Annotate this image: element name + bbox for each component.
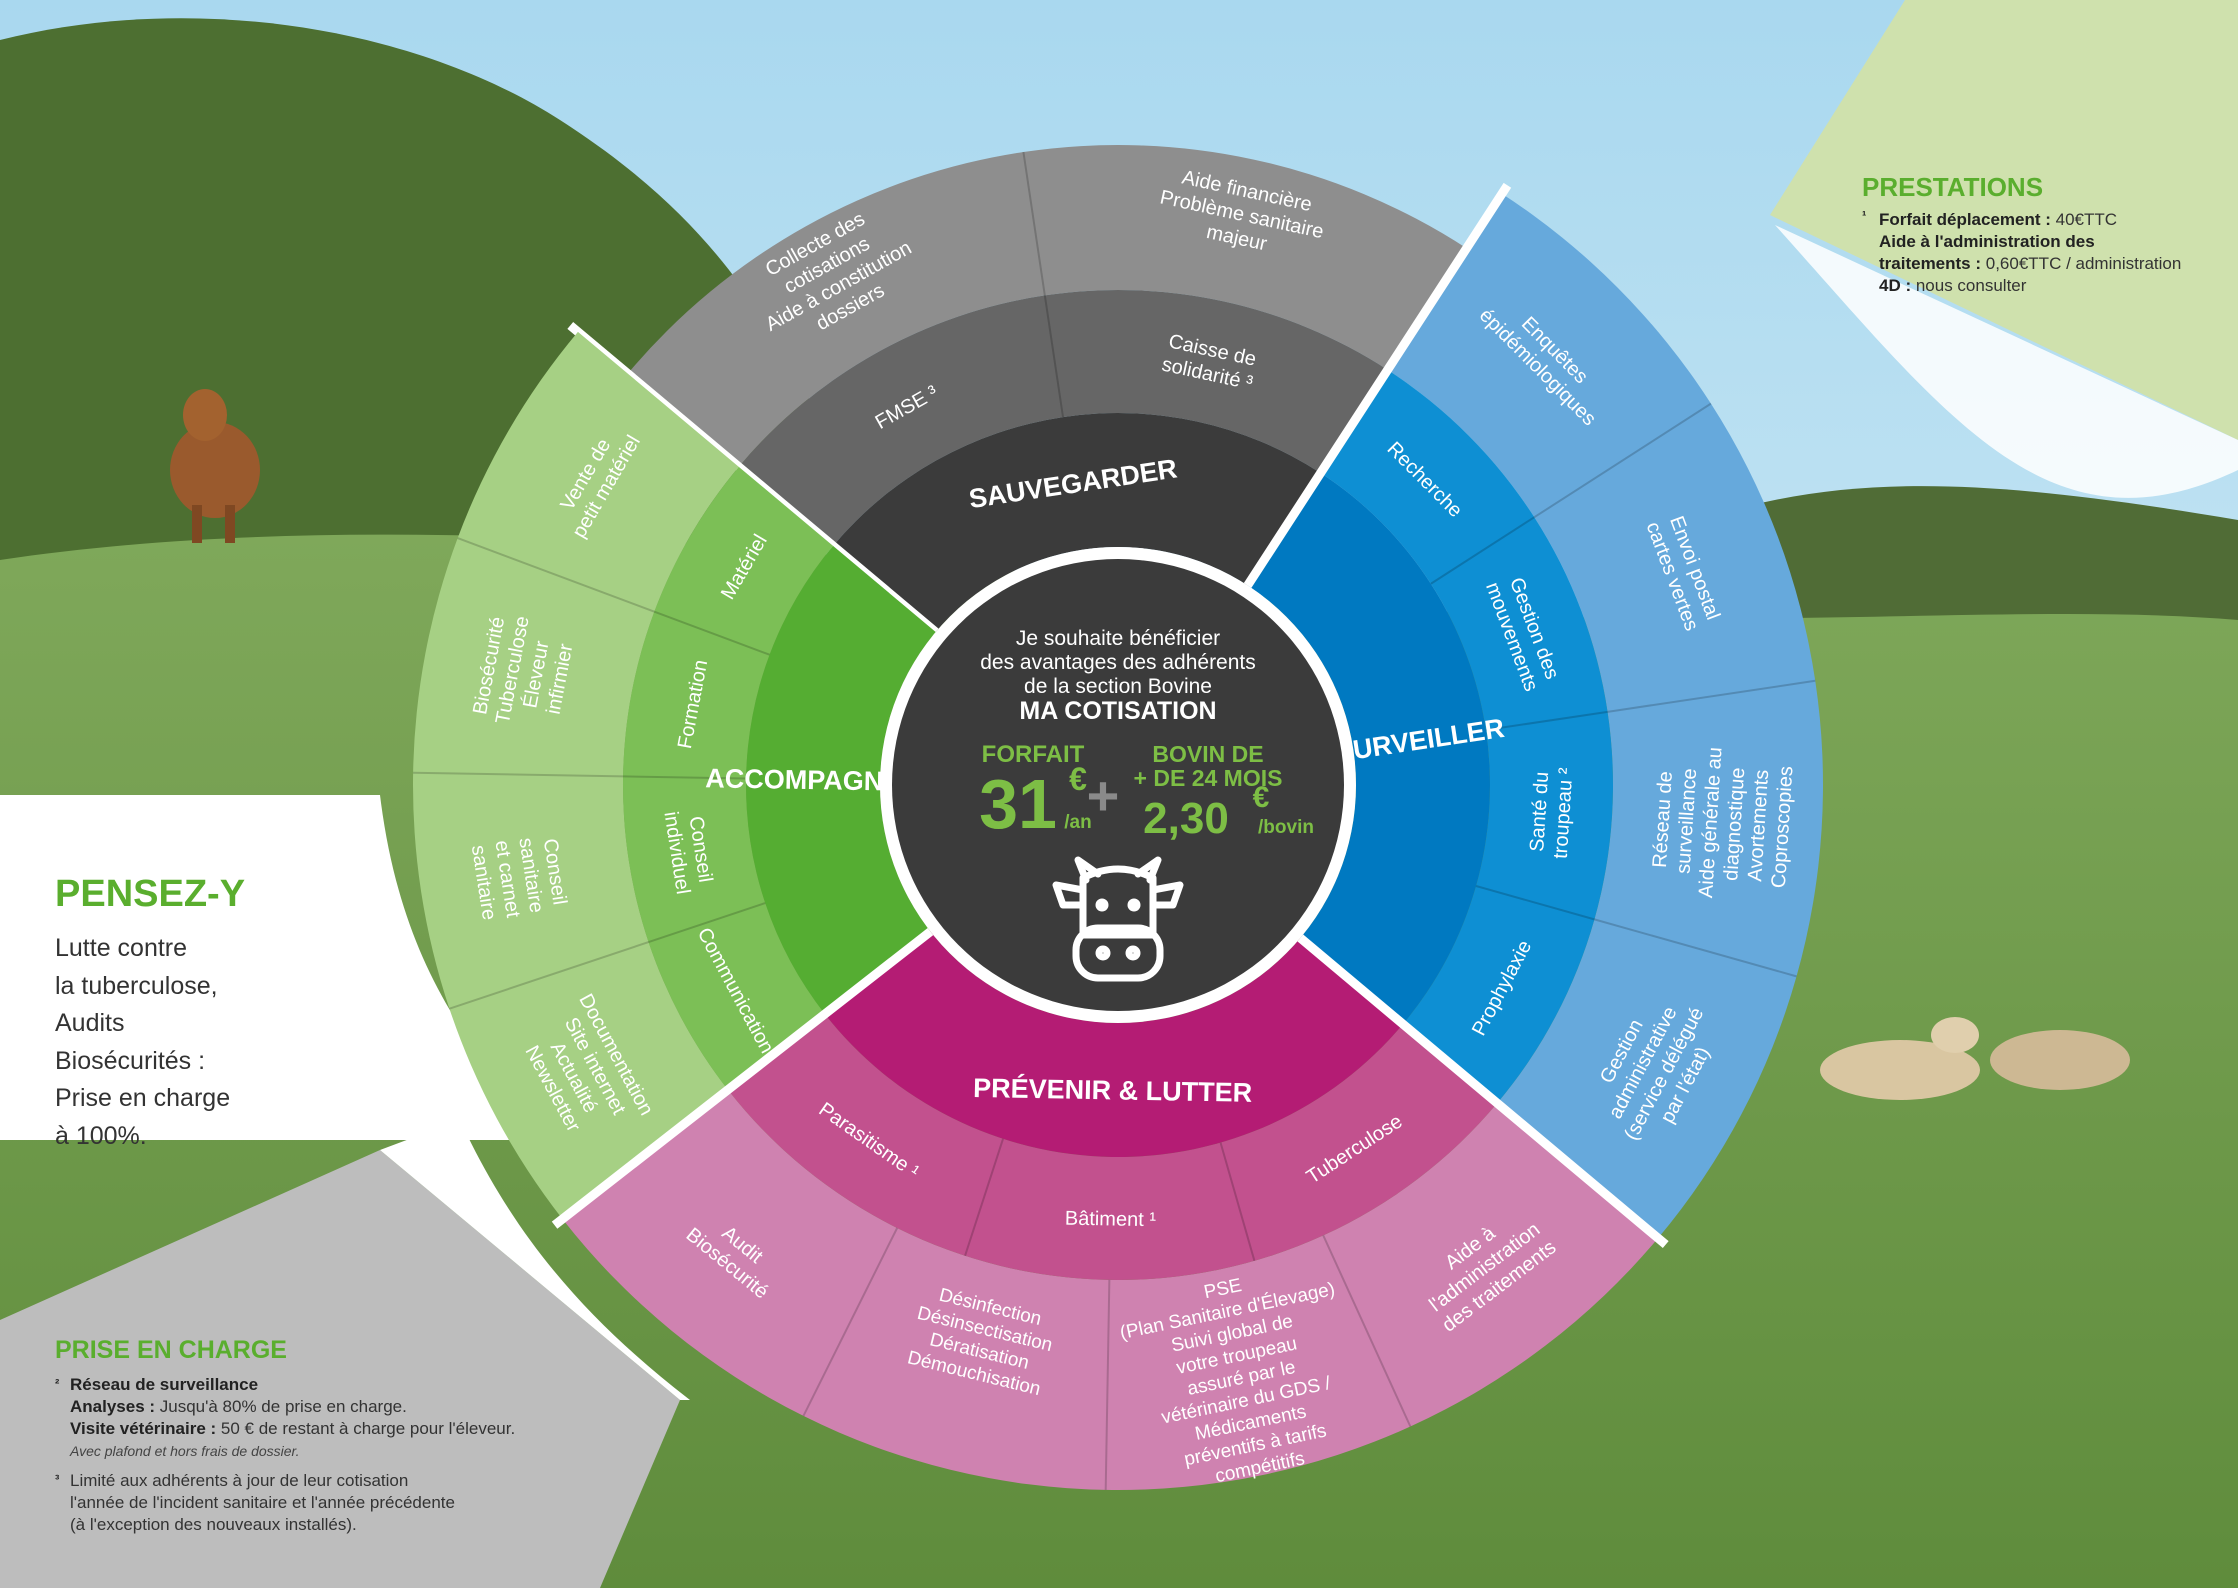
prestation-item: Forfait déplacement : 40€TTC [1879, 210, 2118, 229]
accompagner-middle-divider [623, 775, 747, 780]
prevenir-middle-item-1: Bâtiment ¹ [1065, 1208, 1157, 1232]
bovin-amount: 2,30 [1143, 794, 1229, 843]
prevenir-outer-divider [802, 1227, 899, 1417]
sauvegarder-middle-divider [1043, 295, 1065, 418]
svg-text:PSE(Plan Sanitaire d'Élevage)S: PSE(Plan Sanitaire d'Élevage)Suivi globa… [1113, 1257, 1369, 1501]
surveiller-middle-divider [1475, 885, 1595, 921]
accompagner-middle-ring [622, 466, 834, 1090]
prevenir-outer-divider [1104, 1279, 1111, 1490]
prise-line: Limité aux adhérents à jour de leur coti… [70, 1471, 409, 1490]
pensez-y-line: Prise en charge [55, 1084, 231, 1112]
accompagner-outer-item-2: BiosécuritéTuberculoseÉleveurinfirmier [468, 610, 581, 735]
prise-details-2: Analyses : Jusqu'à 80% de prise en charg… [70, 1396, 515, 1462]
surveiller-outer-divider [1533, 402, 1712, 519]
prestation-item: Aide à l'administration des [1879, 232, 2095, 251]
prevenir-middle-ring [727, 1014, 1498, 1280]
section-separator [551, 927, 934, 1229]
prise-en-charge-panel [0, 1150, 680, 1588]
prise-line: l'année de l'incident sanitaire et l'ann… [70, 1493, 455, 1512]
bovin-currency: € [1253, 781, 1270, 814]
forfait-unit: /an [1064, 812, 1091, 833]
prise-marker-2: ² [55, 1376, 60, 1391]
surveiller-outer-item-2: Réseau desurveillanceAide générale audia… [1647, 743, 1798, 903]
prise-en-charge-title: PRISE EN CHARGE [55, 1336, 287, 1364]
prestation-item: traitements : 0,60€TTC / administration [1879, 254, 2182, 273]
prise-marker-3: ³ [55, 1472, 60, 1487]
prise-line: (à l'exception des nouveaux installés). [70, 1515, 357, 1534]
center-title: MA COTISATION [1019, 697, 1216, 725]
surveiller-inner-ring [1247, 473, 1491, 1025]
pensez-y-panel [0, 795, 560, 1140]
prevenir-outer-divider [1322, 1235, 1412, 1427]
forfait-currency: € [1069, 761, 1087, 797]
prestations-marker: ¹ [1862, 208, 1867, 223]
prestations-list: Forfait déplacement : 40€TTC Aide à l'adm… [1879, 209, 2181, 297]
prise-heading-2: Réseau de surveillance [70, 1375, 259, 1394]
svg-text:Réseau desurveillanceAide géné: Réseau desurveillanceAide générale audia… [1647, 743, 1798, 903]
accompagner-middle-divider [648, 902, 766, 944]
prestations-title: PRESTATIONS [1862, 172, 2044, 202]
sauvegarder-outer-ring [627, 145, 1467, 467]
accompagner-outer-ring [412, 331, 739, 1220]
section-separator [1243, 182, 1512, 588]
pensez-y-line: Biosécurités : [55, 1046, 206, 1075]
prevenir-inner-ring [824, 931, 1403, 1157]
surveiller-outer-divider [1607, 679, 1816, 713]
surveiller-middle-divider [1485, 710, 1608, 732]
sauvegarder-inner-ring [833, 413, 1321, 633]
svg-text:BiosécuritéTuberculoseÉleveuri: BiosécuritéTuberculoseÉleveurinfirmier [468, 610, 581, 735]
forfait-label: FORFAIT [982, 741, 1085, 768]
cow-head-icon [1052, 856, 1184, 982]
pensez-y-line: Audits [55, 1009, 125, 1037]
accompagner-outer-divider [413, 771, 624, 778]
pensez-y-line: la tuberculose, [55, 971, 218, 1000]
svg-text:Bâtiment ¹: Bâtiment ¹ [1065, 1208, 1157, 1232]
surveiller-outer-ring [1387, 193, 1823, 1239]
prestations-panel [1770, 0, 2238, 440]
prevenir-outer-ring [562, 1089, 1659, 1490]
prestation-item: 4D : nous consulter [1879, 276, 2027, 295]
surveiller-middle-ring [1320, 369, 1614, 1104]
bovin-label: BOVIN DE+ DE 24 MOIS [1134, 741, 1283, 791]
prevenir-middle-divider [1219, 1142, 1256, 1262]
pensez-y-title: PENSEZ-Y [55, 873, 246, 915]
accompagner-outer-divider [457, 537, 655, 613]
prise-note: Avec plafond et hors frais de dossier. [70, 1443, 300, 1459]
surveiller-outer-divider [1594, 918, 1797, 978]
section-separator [1297, 934, 1669, 1249]
accompagner-inner-ring [746, 545, 936, 1015]
prevenir-outer-item-1: PSE(Plan Sanitaire d'Élevage)Suivi globa… [1113, 1257, 1369, 1501]
bovin-unit: /bovin [1258, 817, 1314, 838]
cow-standing [170, 389, 260, 543]
pensez-y-line: à 100%. [55, 1121, 147, 1150]
plus-sign: + [1087, 764, 1120, 827]
pensez-y-line: Lutte contre [55, 934, 188, 962]
prise-details-3: Limité aux adhérents à jour de leur coti… [70, 1470, 455, 1536]
prevenir-label: PRÉVENIR & LUTTER [973, 1072, 1253, 1108]
prise-line: Visite vétérinaire : 50 € de restant à c… [70, 1419, 516, 1438]
center-fill [892, 559, 1344, 1011]
svg-text:PRÉVENIR & LUTTER: PRÉVENIR & LUTTER [973, 1072, 1253, 1108]
accompagner-outer-divider [449, 941, 649, 1010]
prise-line: Analyses : Jusqu'à 80% de prise en charg… [70, 1397, 407, 1416]
sauvegarder-middle-ring [738, 289, 1388, 546]
accompagner-middle-divider [653, 610, 770, 656]
forfait-amount: 31 [979, 765, 1057, 843]
prevenir-middle-divider [964, 1138, 1004, 1257]
sauvegarder-outer-divider [1022, 151, 1046, 296]
surveiller-middle-divider [1430, 516, 1535, 585]
prise-en-charge-panel-edge [380, 1120, 690, 1400]
cows-lying [1820, 1017, 2130, 1100]
prestations-panel-edge [1775, 225, 2238, 498]
